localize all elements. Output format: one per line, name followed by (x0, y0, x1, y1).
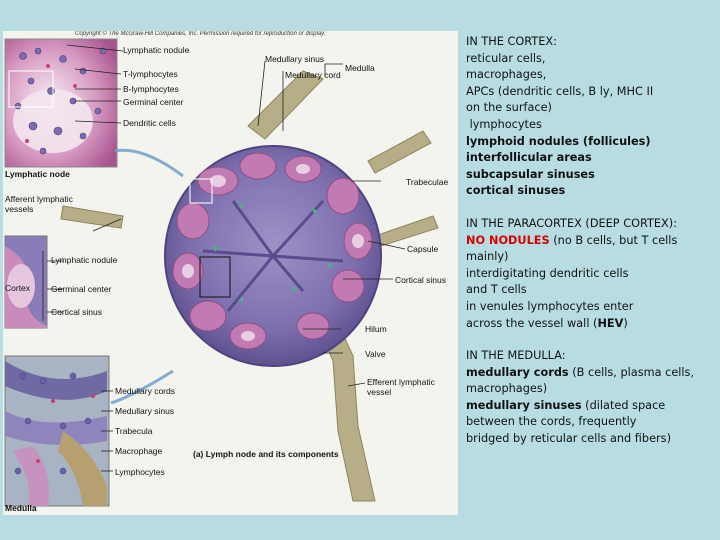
label-lymphocytes: Lymphocytes (115, 467, 165, 477)
cortex-line-4: on the surface) (466, 101, 552, 115)
cortex-line-2: macrophages, (466, 68, 547, 82)
medulla-line-2: macrophages) (466, 382, 548, 396)
paracortex-heading: IN THE PARACORTEX (DEEP CORTEX): (466, 216, 677, 230)
paracortex-line-6: across the vessel wall (HEV) (466, 316, 714, 333)
label-medullary-sinus-top: Medullary sinus (265, 54, 325, 64)
label-afferent-vessels: Afferent lymphatic vessels (5, 194, 73, 214)
label-medullary-cord-top: Medullary cord (285, 70, 341, 80)
label-lymphatic-nodule-top: Lymphatic nodule (123, 45, 190, 55)
nodule-inset (4, 38, 118, 168)
label-medullary-cords-bottom: Medullary cords (115, 386, 175, 396)
label-medulla-right: Medulla (345, 63, 375, 73)
cortex-line-5: lymphocytes (466, 117, 542, 131)
cortex-line-8: subcapsular sinuses (466, 167, 595, 181)
lymph-node-illustration (4, 38, 439, 507)
figure-caption: (a) Lymph node and its components (193, 449, 339, 459)
lymph-node-figure: Copyright © The McGraw-Hill Companies, I… (3, 31, 458, 515)
medulla-line-4: between the cords, frequently (466, 415, 637, 429)
medulla-line-1-rest: (B cells, plasma cells, (568, 365, 695, 379)
label-medullary-sinus-bottom: Medullary sinus (115, 406, 175, 416)
label-valve: Valve (365, 349, 386, 359)
label-cortical-sinus-right: Cortical sinus (395, 275, 447, 285)
label-macrophage: Macrophage (115, 446, 163, 456)
medulla-line-3: medullary sinuses (dilated space (466, 398, 714, 415)
medulla-line-3-rest: (dilated space (581, 398, 666, 412)
medullary-cords-term: medullary cords (466, 365, 569, 379)
hev-term: HEV (597, 316, 624, 330)
label-cortex: Cortex (5, 283, 31, 293)
hev-suffix: ) (623, 316, 628, 330)
label-capsule: Capsule (407, 244, 439, 254)
paracortex-line-1-rest: (no B cells, but T cells (549, 233, 678, 247)
copyright-notice: Copyright © The McGraw-Hill Companies, I… (75, 31, 326, 37)
cortex-line-1: reticular cells, (466, 51, 546, 65)
paracortex-line-5: in venules lymphocytes enter (466, 299, 634, 313)
paracortex-line-3: interdigitating dendritic cells (466, 266, 629, 280)
medullary-sinuses-term: medullary sinuses (466, 398, 582, 412)
label-trabecula: Trabecula (115, 426, 153, 436)
label-trabeculae: Trabeculae (406, 177, 449, 187)
label-cortical-sinus-mid: Cortical sinus (51, 307, 103, 317)
medulla-heading: IN THE MEDULLA: (466, 349, 566, 363)
label-dendritic-cells: Dendritic cells (123, 118, 176, 128)
paracortex-line-2: mainly) (466, 250, 509, 264)
lymph-node-body (164, 145, 382, 367)
label-medulla-bottom: Medulla (5, 503, 37, 513)
label-germinal-center-mid: Germinal center (51, 284, 112, 294)
paracortex-line-1: NO NODULES (no B cells, but T cells (466, 233, 714, 250)
label-lymphatic-node: Lymphatic node (5, 169, 70, 179)
label-efferent-vessel: Efferent lymphatic vessel (367, 377, 435, 397)
cortex-line-6: lymphoid nodules (follicules) (466, 134, 651, 148)
paracortex-line-4: and T cells (466, 283, 527, 297)
cortex-line-3: APCs (dendritic cells, B ly, MHC II (466, 84, 654, 98)
label-t-lymphocytes: T-lymphocytes (123, 69, 178, 79)
cortex-line-9: cortical sinuses (466, 184, 566, 198)
hev-prefix: across the vessel wall ( (466, 316, 598, 330)
label-hilum: Hilum (365, 324, 387, 334)
medulla-line-1: medullary cords (B cells, plasma cells, (466, 365, 714, 382)
no-nodules-emphasis: NO NODULES (466, 233, 550, 247)
cortex-heading: IN THE CORTEX: (466, 35, 557, 48)
label-b-lymphocytes: B-lymphocytes (123, 84, 179, 94)
notes-panel: IN THE CORTEX: reticular cells, macropha… (466, 34, 714, 448)
medulla-inset (4, 355, 110, 507)
medulla-line-5: bridged by reticular cells and fibers) (466, 432, 671, 446)
label-germinal-center-top: Germinal center (123, 97, 184, 107)
cortex-inset (4, 235, 48, 329)
cortex-line-7: interfollicular areas (466, 151, 592, 165)
label-lymphatic-nodule-mid: Lymphatic nodule (51, 255, 118, 265)
